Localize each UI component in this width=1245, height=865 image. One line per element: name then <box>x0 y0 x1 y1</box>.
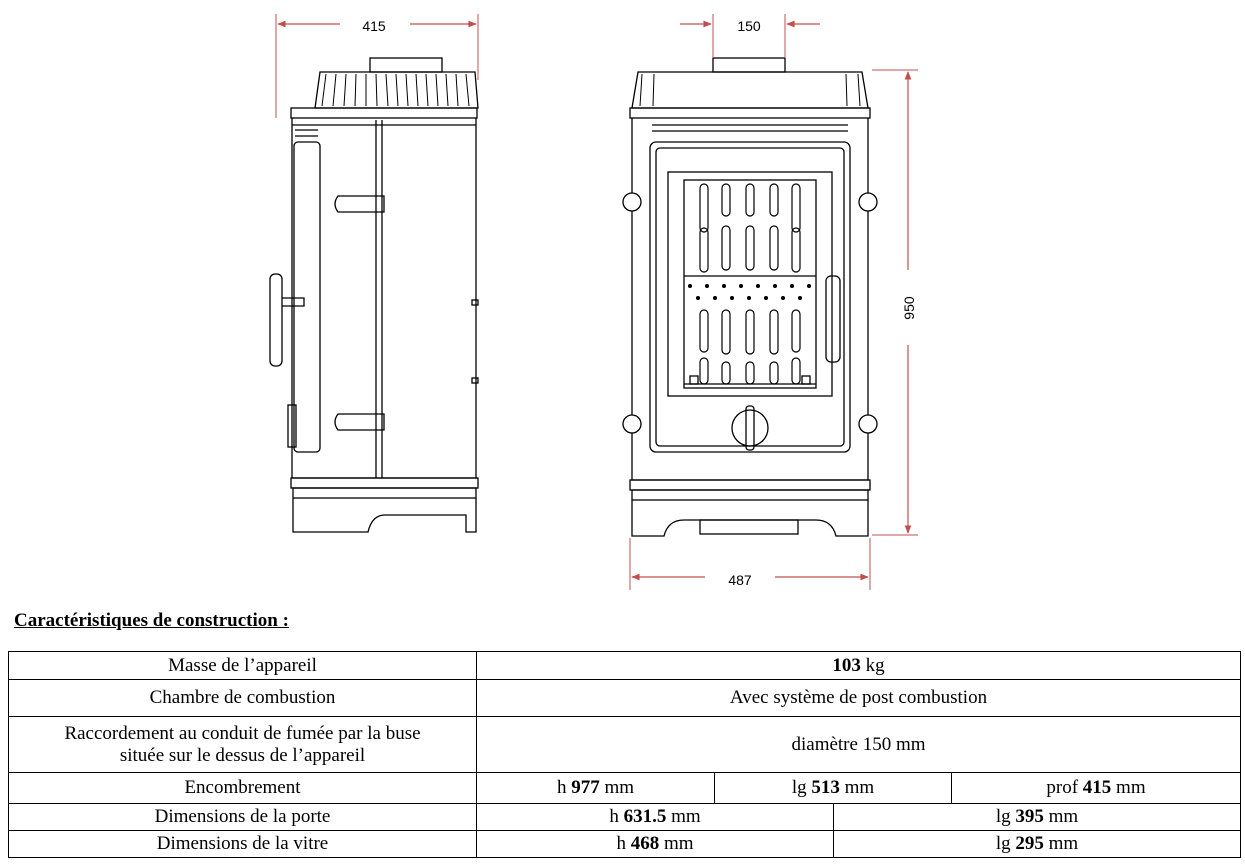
row-value-lg: lg 295 mm <box>833 830 1241 858</box>
row-label: Dimensions de la porte <box>8 803 477 831</box>
front-height-label: 950 <box>901 296 917 320</box>
table-row: Masse de l’appareil 103 kg <box>8 651 1241 680</box>
table-row: Chambre de combustion Avec système de po… <box>8 679 1241 717</box>
row-value-h: h 977 mm <box>476 772 715 804</box>
row-label: Raccordement au conduit de fumée par la … <box>8 716 477 773</box>
row-value: Avec système de post combustion <box>476 679 1241 717</box>
specifications-table: Masse de l’appareil 103 kg Chambre de co… <box>8 651 1241 858</box>
row-value: diamètre 150 mm <box>476 716 1241 773</box>
front-height-dimension: 950 <box>872 69 918 536</box>
table-row: Raccordement au conduit de fumée par la … <box>8 716 1241 773</box>
side-depth-dimension: 415 <box>275 14 479 118</box>
row-label: Masse de l’appareil <box>8 651 477 680</box>
side-depth-label: 415 <box>362 18 386 34</box>
row-value-h: h 631.5 mm <box>476 803 834 831</box>
stove-technical-drawing: 415 <box>269 14 918 590</box>
table-row: Encombrement h 977 mm lg 513 mm prof 415… <box>8 772 1241 804</box>
row-label: Chambre de combustion <box>8 679 477 717</box>
front-flue-label: 150 <box>737 18 761 34</box>
row-label: Dimensions de la vitre <box>8 830 477 858</box>
row-value-h: h 468 mm <box>476 830 834 858</box>
row-value-lg: lg 395 mm <box>833 803 1241 831</box>
front-view <box>622 57 878 537</box>
table-row: Dimensions de la porte h 631.5 mm lg 395… <box>8 803 1241 831</box>
front-width-label: 487 <box>728 572 752 588</box>
section-heading: Caractéristiques de construction : <box>14 610 289 631</box>
row-label: Encombrement <box>8 772 477 804</box>
table-row: Dimensions de la vitre h 468 mm lg 295 m… <box>8 830 1241 858</box>
row-value-prof: prof 415 mm <box>951 772 1241 804</box>
front-flue-dimension: 150 <box>680 14 820 58</box>
row-value: 103 kg <box>476 651 1241 680</box>
side-view <box>269 57 479 533</box>
front-width-dimension: 487 <box>629 538 871 590</box>
row-value-lg: lg 513 mm <box>714 772 952 804</box>
